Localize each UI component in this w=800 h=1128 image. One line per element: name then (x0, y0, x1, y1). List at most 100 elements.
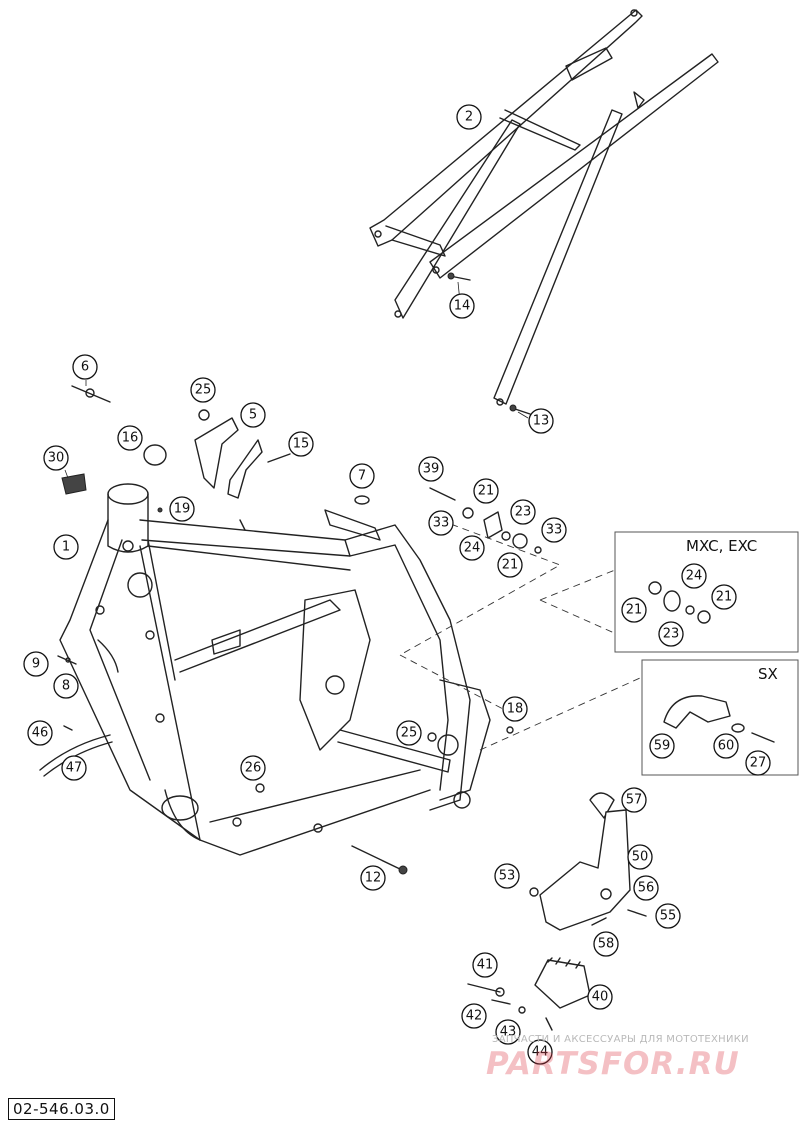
callout-26: 26 (240, 755, 266, 781)
callout-60: 60 (713, 733, 739, 759)
svg-text:13: 13 (533, 414, 550, 429)
svg-text:21: 21 (478, 484, 495, 499)
svg-text:53: 53 (499, 869, 516, 884)
callout-42: 42 (461, 1003, 487, 1029)
inset-label-mxc-exc: MXC, EXC (686, 537, 757, 555)
callout-23-a: 23 (510, 499, 536, 525)
bolt-14 (447, 272, 471, 281)
callout-33-b: 33 (541, 517, 567, 543)
nut-18 (506, 726, 514, 734)
svg-text:44: 44 (532, 1045, 549, 1060)
svg-text:8: 8 (62, 679, 70, 694)
callout-40: 40 (587, 984, 613, 1010)
svg-text:24: 24 (686, 569, 703, 584)
footpeg-40 (534, 957, 591, 1009)
callout-33-a: 33 (428, 510, 454, 536)
callout-44: 44 (527, 1039, 553, 1065)
callout-24-b: 24 (681, 563, 707, 589)
callout-30: 30 (43, 445, 69, 471)
ring-16 (143, 444, 167, 466)
callout-21-a: 21 (473, 478, 499, 504)
callout-19: 19 (169, 496, 195, 522)
svg-text:33: 33 (433, 516, 450, 531)
callout-41: 41 (472, 952, 498, 978)
callout-2: 2 (456, 104, 482, 130)
callout-23-b: 23 (658, 621, 684, 647)
bleed-screw-6 (71, 385, 111, 403)
callouts: 1 2 5 6 7 8 9 12 13 14 15 16 18 19 21 21… (23, 104, 771, 1065)
callout-56: 56 (633, 875, 659, 901)
svg-text:2: 2 (465, 110, 473, 125)
callout-57: 57 (621, 787, 647, 813)
callout-27: 27 (745, 750, 771, 776)
svg-text:55: 55 (660, 909, 677, 924)
svg-text:50: 50 (632, 850, 649, 865)
callout-58: 58 (593, 931, 619, 957)
svg-text:7: 7 (358, 469, 366, 484)
svg-text:25: 25 (195, 383, 212, 398)
bolt-13 (509, 404, 531, 415)
callout-46: 46 (27, 720, 53, 746)
svg-text:26: 26 (245, 761, 262, 776)
callout-5: 5 (240, 402, 266, 428)
svg-text:23: 23 (663, 627, 680, 642)
svg-text:59: 59 (654, 739, 671, 754)
svg-text:6: 6 (81, 360, 89, 375)
bolt-12 (351, 845, 408, 875)
svg-text:5: 5 (249, 408, 257, 423)
svg-text:15: 15 (293, 437, 310, 452)
svg-text:21: 21 (502, 558, 519, 573)
callout-43: 43 (495, 1019, 521, 1045)
drawing-number: 02-546.03.0 (8, 1098, 115, 1120)
callout-14: 14 (449, 293, 475, 319)
shock-mount-stack (429, 487, 542, 554)
svg-text:24: 24 (464, 541, 481, 556)
svg-text:19: 19 (174, 502, 191, 517)
svg-text:47: 47 (66, 761, 83, 776)
svg-text:60: 60 (718, 739, 735, 754)
washer-43-44 (518, 1006, 553, 1031)
callout-13: 13 (528, 408, 554, 434)
callout-1: 1 (53, 534, 79, 560)
callout-21-b: 21 (497, 552, 523, 578)
spring-pin-41-42 (467, 983, 511, 1005)
svg-text:14: 14 (454, 299, 471, 314)
bolt-15 (267, 453, 291, 463)
svg-text:12: 12 (365, 871, 382, 886)
svg-text:18: 18 (507, 702, 524, 717)
callout-25-a: 25 (190, 377, 216, 403)
callout-15: 15 (288, 431, 314, 457)
nut-25-top (198, 409, 210, 421)
callout-53: 53 (494, 863, 520, 889)
svg-text:9: 9 (32, 657, 40, 672)
svg-text:58: 58 (598, 937, 615, 952)
svg-text:30: 30 (48, 451, 65, 466)
svg-text:27: 27 (750, 756, 767, 771)
callout-25-b: 25 (396, 720, 422, 746)
svg-text:23: 23 (515, 505, 532, 520)
callout-9: 9 (23, 651, 49, 677)
main-frame (59, 483, 491, 856)
callout-24-a: 24 (459, 535, 485, 561)
assembly-guides (399, 519, 641, 751)
footpeg-bracket (529, 792, 647, 931)
callout-39: 39 (418, 456, 444, 482)
svg-text:56: 56 (638, 881, 655, 896)
plug-7 (354, 495, 370, 505)
svg-text:40: 40 (592, 990, 609, 1005)
svg-text:33: 33 (546, 523, 563, 538)
svg-text:21: 21 (626, 603, 643, 618)
svg-text:1: 1 (62, 540, 70, 555)
svg-text:46: 46 (32, 726, 49, 741)
svg-text:21: 21 (716, 590, 733, 605)
nut-25-bottom (427, 732, 437, 742)
callout-12: 12 (360, 865, 386, 891)
watermark-tagline: ЗАПЧАСТИ И АКСЕССУАРЫ ДЛЯ МОТОТЕХНИКИ (492, 1034, 749, 1045)
nut-19 (157, 507, 163, 513)
nut-26 (255, 783, 265, 793)
bracket-5 (194, 417, 263, 499)
watermark-logo: PARTSFOR.RU (486, 1046, 740, 1082)
svg-text:16: 16 (122, 431, 139, 446)
callout-50: 50 (627, 844, 653, 870)
callout-8: 8 (53, 673, 79, 699)
